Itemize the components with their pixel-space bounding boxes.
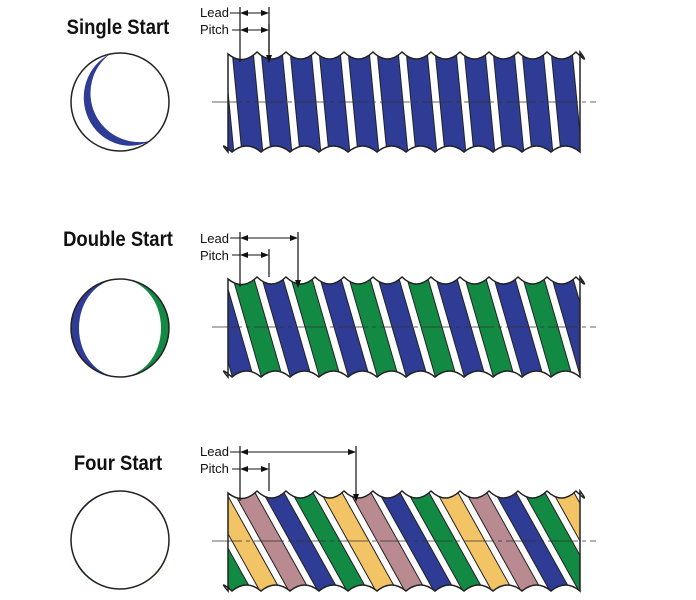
thread-band <box>174 50 205 154</box>
screw-outline <box>222 274 586 379</box>
thread-band <box>289 491 370 591</box>
four-start-title: Four Start <box>73 452 163 475</box>
thread-band <box>579 277 585 377</box>
end-view-3 <box>70 490 170 590</box>
lead-label-2: Lead <box>200 231 229 246</box>
thread-band <box>638 489 696 593</box>
end-view-2 <box>70 278 170 378</box>
lead-label-3: Lead <box>200 444 229 459</box>
thread-band <box>463 491 544 591</box>
screw-3 <box>223 489 696 593</box>
thread-crescent <box>71 279 120 377</box>
thread-band <box>260 277 313 377</box>
thread-crescent <box>120 279 169 377</box>
single-start-title: Single Start <box>66 16 170 39</box>
thread-band <box>609 50 640 154</box>
pitch-label-1: Pitch <box>200 22 229 37</box>
thread-band <box>405 52 438 152</box>
pitch-label-2: Pitch <box>200 248 229 263</box>
thread-band <box>609 489 688 593</box>
thread-band <box>223 491 283 591</box>
pitch-label-3: Pitch <box>200 461 229 476</box>
thread-band <box>434 277 487 377</box>
thread-band <box>521 52 554 152</box>
thread-band <box>318 52 351 152</box>
screw-outline <box>222 49 586 154</box>
thread-band <box>550 491 585 591</box>
lead-label-1: Lead <box>200 5 229 20</box>
double-start-title: Double Start <box>63 228 173 251</box>
thread-band <box>609 275 660 379</box>
end-view-outline <box>70 52 170 152</box>
end-view-outline <box>70 490 170 590</box>
thread-band <box>638 275 689 379</box>
thread-crescent <box>83 54 150 146</box>
thread-band <box>638 50 669 154</box>
thread-band <box>223 491 254 591</box>
thread-band <box>521 277 574 377</box>
end-view-outline <box>70 278 170 378</box>
end-view-1 <box>70 52 170 152</box>
